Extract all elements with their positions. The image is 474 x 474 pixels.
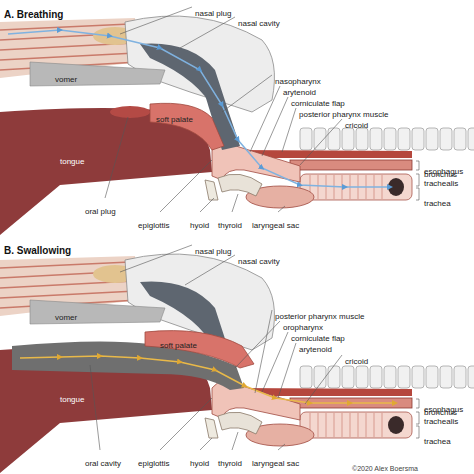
part-label: soft palate	[156, 115, 193, 124]
label-anchor: tongue	[60, 150, 84, 168]
panel-title: A. Breathing	[4, 9, 63, 21]
part-label: oral plug	[85, 207, 116, 216]
part-label: bronchus trachealis	[424, 409, 470, 427]
part-label: thyroid	[218, 221, 242, 230]
part-label: hyoid	[190, 221, 209, 230]
part-label: arytenoid	[283, 88, 316, 97]
part-label: nasal cavity	[238, 19, 280, 28]
label-anchor: bronchus trachealis	[424, 171, 470, 189]
label-anchor: arytenoid	[299, 338, 332, 356]
part-label: trachea	[424, 437, 451, 446]
label-anchor: nasal plug	[195, 2, 231, 20]
part-label: trachea	[424, 199, 451, 208]
label-anchor: thyroid	[218, 452, 242, 470]
label-anchor: nasal plug	[195, 240, 231, 258]
label-anchor: soft palate	[156, 108, 193, 126]
part-label: nasal cavity	[238, 257, 280, 266]
part-label: arytenoid	[299, 345, 332, 354]
label-anchor: hyoid	[190, 214, 209, 232]
label-anchor: trachea	[424, 430, 451, 448]
label-anchor: soft palate	[160, 334, 197, 352]
label-anchor: epiglottis	[138, 452, 170, 470]
label-anchor: laryngeal sac	[252, 214, 299, 232]
label-anchor: laryngeal sac	[252, 452, 299, 470]
label-anchor: vomer	[55, 306, 77, 324]
part-label: bronchus trachealis	[424, 171, 470, 189]
label-anchor: posterior pharynx muscle	[299, 103, 388, 121]
part-label: tongue	[60, 395, 84, 404]
part-label: posterior pharynx muscle	[275, 312, 364, 321]
part-label: epiglottis	[138, 459, 170, 468]
part-label: thyroid	[218, 459, 242, 468]
label-anchor: nasal cavity	[238, 250, 280, 268]
part-label: nasal plug	[195, 9, 231, 18]
panel-a-drawing	[0, 16, 474, 235]
label-anchor: bronchus trachealis	[424, 409, 470, 427]
label-anchor: oral cavity	[85, 452, 121, 470]
label-anchor: cricoid	[345, 350, 368, 368]
part-label: oropharynx	[283, 323, 323, 332]
part-label: cricoid	[345, 121, 368, 130]
label-anchor: hyoid	[190, 452, 209, 470]
label-anchor: oropharynx	[283, 316, 323, 334]
label-anchor: ©2020 Alex Boersma	[352, 457, 418, 474]
label-anchor: oral plug	[85, 200, 116, 218]
part-label: epiglottis	[138, 221, 170, 230]
part-label: hyoid	[190, 459, 209, 468]
label-anchor: arytenoid	[283, 81, 316, 99]
label-anchor: trachea	[424, 192, 451, 210]
label-anchor: epiglottis	[138, 214, 170, 232]
part-label: oral cavity	[85, 459, 121, 468]
label-anchor: nasal cavity	[238, 12, 280, 30]
part-label: soft palate	[160, 341, 197, 350]
label-anchor: B. Swallowing	[4, 240, 71, 258]
part-label: nasal plug	[195, 247, 231, 256]
panel-title: B. Swallowing	[4, 245, 71, 257]
part-label: corniculate flap	[291, 99, 345, 108]
label-anchor: thyroid	[218, 214, 242, 232]
label-anchor: nasopharynx	[275, 70, 321, 88]
label-anchor: vomer	[55, 68, 77, 86]
part-label: laryngeal sac	[252, 459, 299, 468]
part-label: vomer	[55, 75, 77, 84]
part-label: cricoid	[345, 357, 368, 366]
part-label: posterior pharynx muscle	[299, 110, 388, 119]
label-anchor: corniculate flap	[291, 327, 345, 345]
part-label: nasopharynx	[275, 77, 321, 86]
part-label: laryngeal sac	[252, 221, 299, 230]
copyright-note: ©2020 Alex Boersma	[352, 465, 418, 473]
leader-lines	[90, 7, 419, 450]
part-label: corniculate flap	[291, 334, 345, 343]
part-label: vomer	[55, 313, 77, 322]
label-anchor: posterior pharynx muscle	[275, 305, 364, 323]
part-label: tongue	[60, 157, 84, 166]
label-anchor: cricoid	[345, 114, 368, 132]
label-anchor: corniculate flap	[291, 92, 345, 110]
label-anchor: A. Breathing	[4, 4, 63, 22]
label-anchor: tongue	[60, 388, 84, 406]
panel-b-drawing	[0, 254, 474, 473]
